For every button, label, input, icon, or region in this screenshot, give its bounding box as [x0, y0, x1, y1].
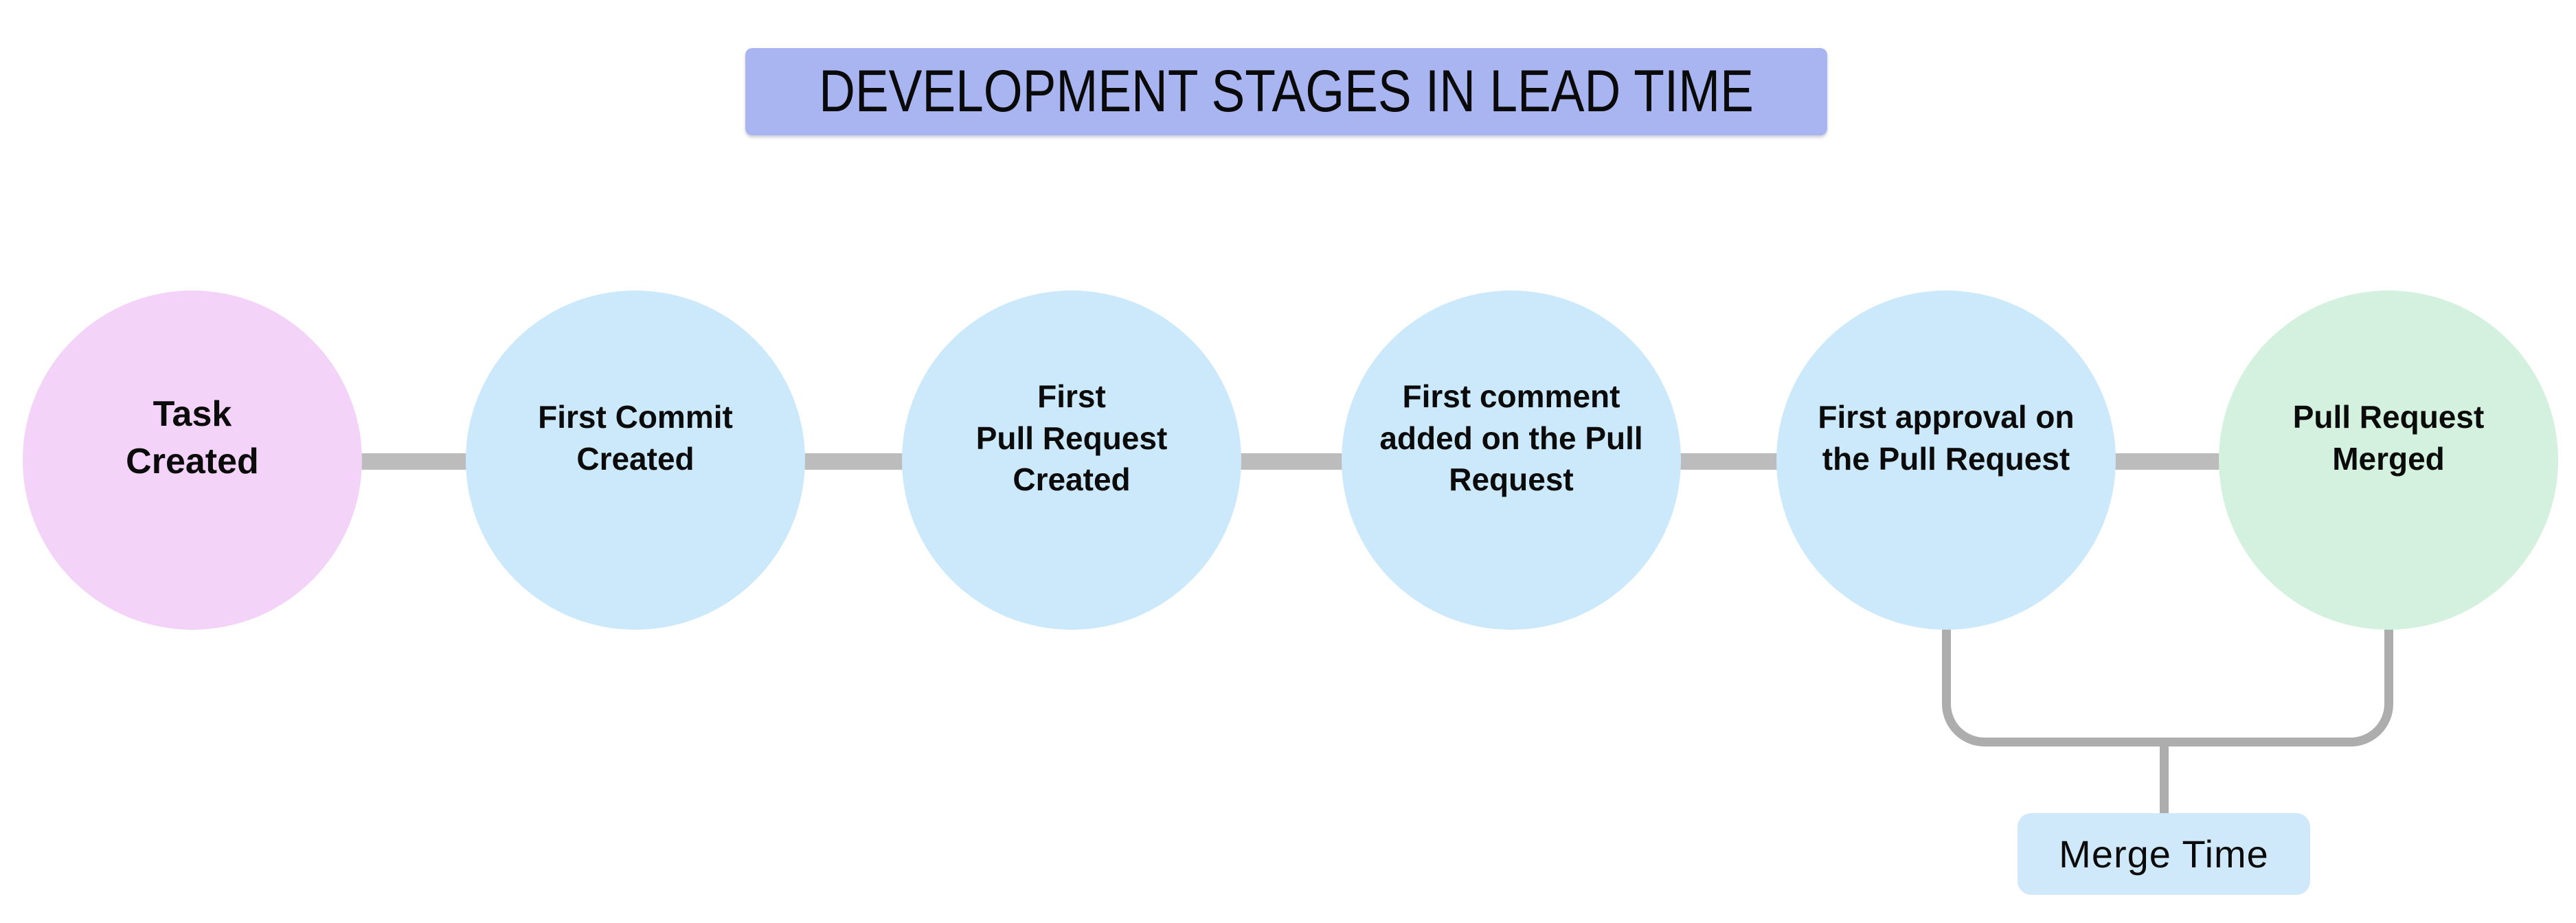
stage-label: First comment added on the Pull Request — [1379, 378, 1643, 498]
merge-time-label: Merge Time — [2018, 813, 2310, 895]
page-title: DEVELOPMENT STAGES IN LEAD TIME — [819, 58, 1754, 124]
stage-label: Pull Request Merged — [2292, 399, 2485, 477]
merge-time-bracket — [1942, 628, 2393, 747]
title-badge: DEVELOPMENT STAGES IN LEAD TIME — [745, 48, 1827, 135]
merge-time-bracket-stem — [2160, 744, 2169, 814]
stage-circle-first-comment-added: First comment added on the Pull Request — [1342, 290, 1681, 630]
stage-label: First Commit Created — [538, 399, 733, 477]
stage-circle-first-approval: First approval on the Pull Request — [1776, 290, 2116, 630]
stage-circle-first-commit-created: First Commit Created — [466, 290, 805, 630]
stage-circle-first-pull-request-created: First Pull Request Created — [902, 290, 1241, 630]
stage-circle-pull-request-merged: Pull Request Merged — [2219, 290, 2558, 630]
merge-time-text: Merge Time — [2059, 832, 2269, 876]
stage-circle-task-created: Task Created — [23, 290, 362, 630]
stage-label: First approval on the Pull Request — [1818, 399, 2075, 477]
stage-label: Task Created — [126, 394, 259, 481]
stage-label: First Pull Request Created — [975, 378, 1168, 498]
